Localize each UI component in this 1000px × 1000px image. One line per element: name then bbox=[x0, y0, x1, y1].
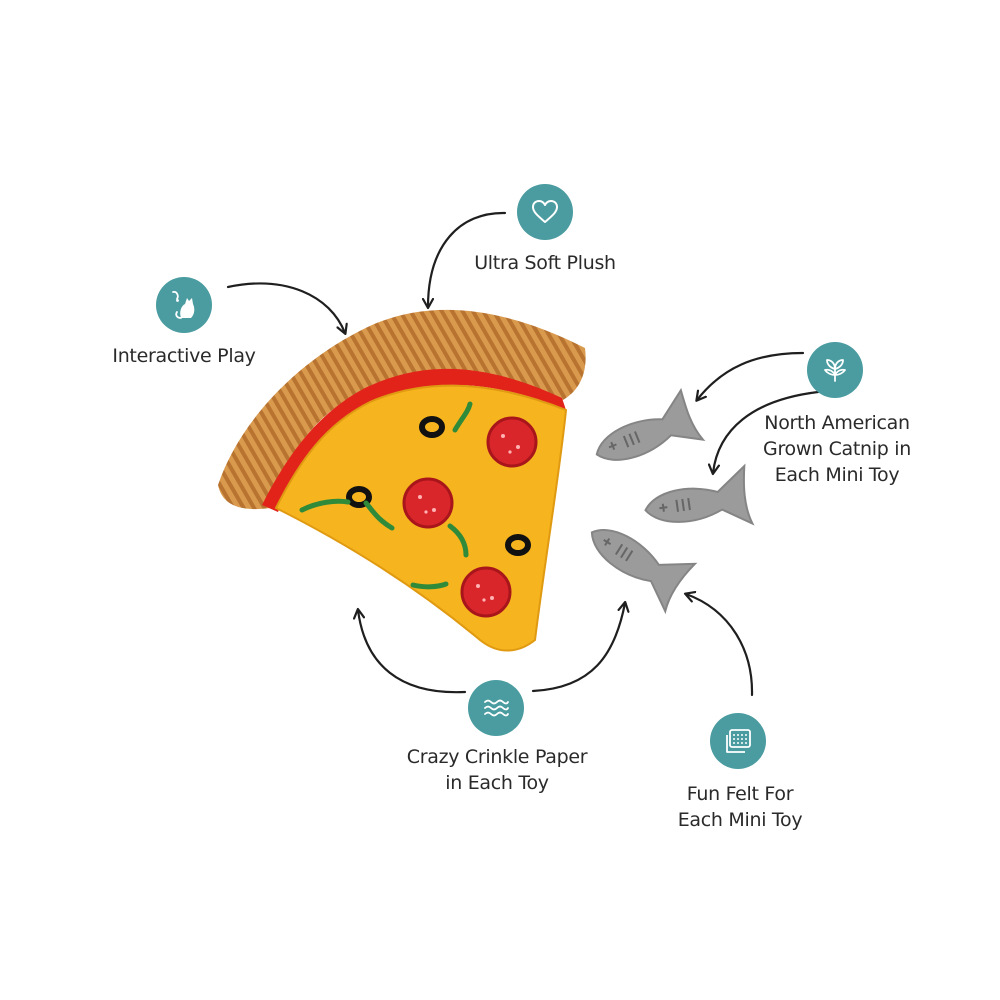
pizza-slice-toy bbox=[218, 309, 586, 652]
olive-rings bbox=[346, 416, 531, 556]
feature-label-fun-felt: Fun Felt For Each Mini Toy bbox=[677, 783, 803, 831]
heart-icon bbox=[517, 184, 573, 240]
arrow-crinkle-right bbox=[531, 603, 625, 693]
arrow-fun-felt bbox=[686, 594, 754, 697]
leaf-sprout-icon bbox=[807, 342, 863, 398]
felt-fabric-icon bbox=[710, 713, 766, 769]
fish-toy-3 bbox=[590, 529, 698, 615]
arrow-crinkle-left bbox=[358, 610, 467, 694]
arrow-catnip-bottom bbox=[713, 390, 820, 473]
green-pepper-strips bbox=[299, 401, 473, 590]
cat-playing-icon bbox=[156, 277, 212, 333]
pepperoni-slices bbox=[402, 416, 538, 618]
feature-label-ultra-soft-plush: Ultra Soft Plush bbox=[474, 252, 616, 274]
callout-arrows bbox=[226, 211, 820, 697]
felt-fish-toys bbox=[590, 387, 755, 615]
arrow-interactive-play bbox=[226, 282, 345, 333]
feature-label-catnip: North American Grown Catnip in Each Mini… bbox=[763, 412, 911, 486]
fish-toy-2 bbox=[644, 463, 755, 526]
feature-label-interactive-play: Interactive Play bbox=[112, 345, 256, 367]
arrow-ultra-soft-plush bbox=[428, 211, 507, 307]
arrow-catnip-top bbox=[697, 351, 805, 400]
waves-icon bbox=[468, 680, 524, 736]
fish-toy-1 bbox=[595, 387, 706, 461]
feature-label-crinkle-paper: Crazy Crinkle Paper in Each Toy bbox=[406, 746, 588, 794]
pizza-crust bbox=[218, 309, 586, 510]
